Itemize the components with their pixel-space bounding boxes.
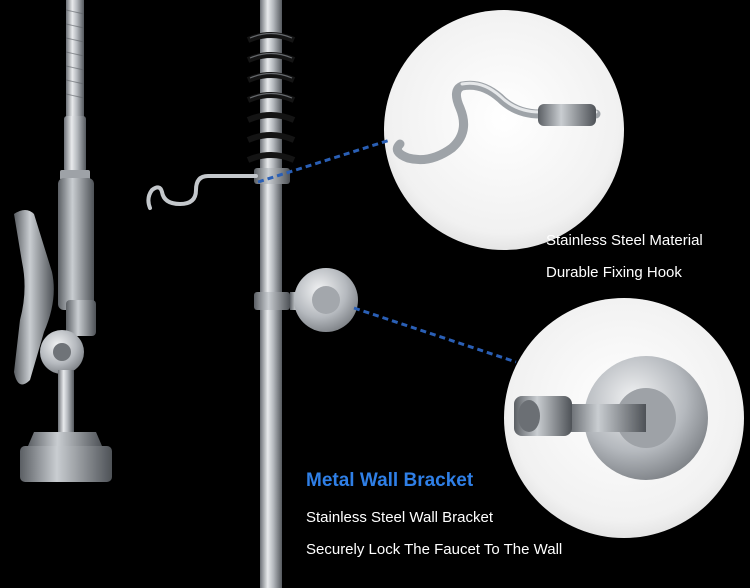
- coil-spring: [246, 32, 296, 163]
- bracket-leader-line: [353, 306, 517, 364]
- hook-leader-line: [257, 138, 391, 184]
- bracket-detail-circle: [504, 298, 744, 538]
- bracket-caption-lock: Securely Lock The Faucet To The Wall: [306, 541, 563, 558]
- bracket-caption-material: Stainless Steel Wall Bracket: [306, 509, 494, 526]
- spray-valve: [14, 0, 112, 482]
- hook-detail-circle: [384, 10, 624, 250]
- bracket-heading: Metal Wall Bracket: [306, 470, 474, 491]
- hook-caption-durable: Durable Fixing Hook: [546, 264, 682, 281]
- fixing-hook: [146, 174, 258, 210]
- riser-pole: [146, 0, 358, 588]
- hook-caption-material: Stainless Steel Material: [546, 232, 703, 249]
